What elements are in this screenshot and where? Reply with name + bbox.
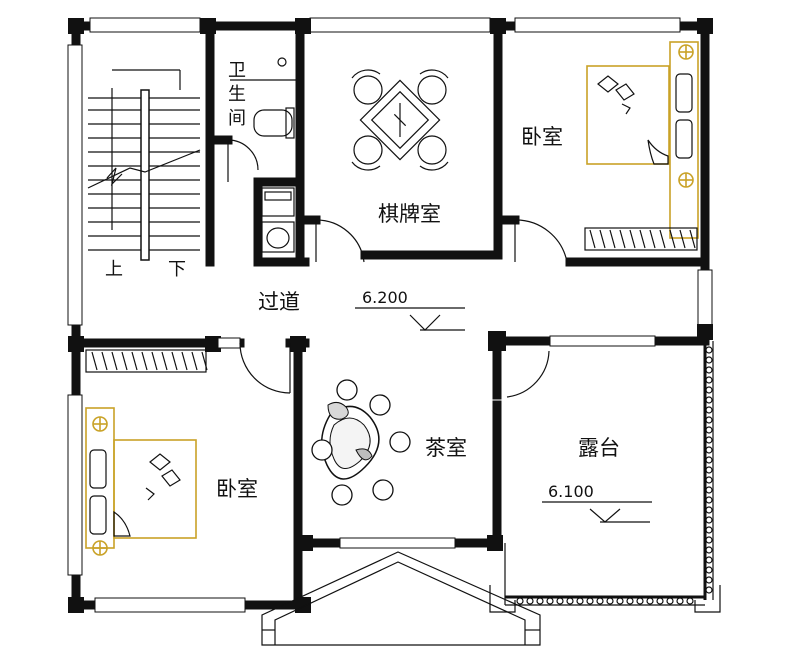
tea-table <box>311 379 411 506</box>
bedroom-sw-label: 卧室 <box>216 477 258 501</box>
tea-room-door <box>506 350 550 398</box>
chess-room-label: 棋牌室 <box>378 202 441 226</box>
terrace-label: 露台 <box>578 436 620 460</box>
corridor-elevation: 6.200 <box>362 288 408 307</box>
tea-room-label: 茶室 <box>425 436 467 460</box>
bathroom-fixtures: 卫 生 间 <box>227 57 296 253</box>
terrace-elevation-marker: 6.100 <box>542 482 652 523</box>
terrace-elevation: 6.100 <box>548 482 594 501</box>
bedroom-ne-door <box>514 219 568 263</box>
stair-up-label: 上 <box>105 259 123 280</box>
staircase: 上 下 <box>87 69 201 280</box>
bathroom-label-2: 生 <box>228 84 246 105</box>
chess-room-door <box>315 219 365 263</box>
bedroom-ne-furniture <box>584 41 699 251</box>
bedroom-sw-door <box>239 342 291 394</box>
chess-table <box>351 69 449 171</box>
stair-down-label: 下 <box>168 259 186 280</box>
outer-walls <box>67 17 713 613</box>
interior-walls <box>71 21 710 610</box>
bathroom-label-3: 间 <box>228 108 246 129</box>
terrace-outline <box>489 341 721 613</box>
corridor-label: 过道 <box>258 290 300 314</box>
structural-columns <box>68 18 713 613</box>
bedroom-ne-label: 卧室 <box>521 125 563 149</box>
bedroom-sw-furniture <box>85 349 208 556</box>
corridor-elevation-marker: 6.200 <box>355 288 465 331</box>
window-lines <box>217 335 656 549</box>
bathroom-label-1: 卫 <box>228 60 246 81</box>
entrance-canopy <box>261 551 541 646</box>
